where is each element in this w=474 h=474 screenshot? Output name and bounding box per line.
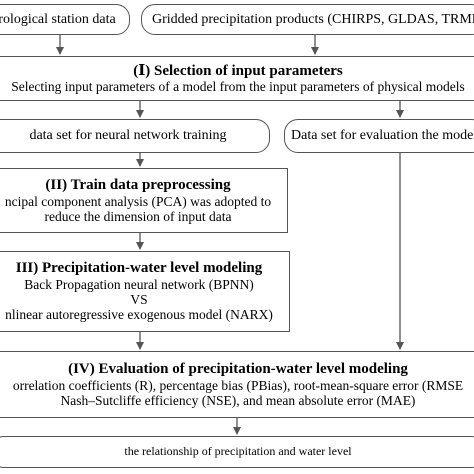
station-data-box: rological station data (0, 4, 130, 35)
evaluation-dataset-label: Data set for evaluation the models (291, 128, 474, 144)
step4-box: (IV) Evaluation of precipitation-water l… (0, 351, 474, 418)
evaluation-dataset-box: Data set for evaluation the models (284, 119, 474, 153)
step3-line2: VS (130, 292, 148, 308)
step3-line3: nlinear autoregressive exogenous model (… (5, 307, 273, 323)
step2-line1: ncipal component analysis (PCA) was adop… (4, 193, 272, 209)
training-dataset-box: data set for neural network training (0, 119, 270, 153)
step3-box: III) Precipitation-water level modeling … (0, 251, 290, 332)
step4-title: (IV) Evaluation of precipitation-water l… (68, 360, 408, 377)
step1-box: (Ⅰ) Selection of input parameters Select… (0, 56, 474, 101)
step2-box: (II) Train data preprocessing ncipal com… (0, 168, 288, 233)
step1-title: (Ⅰ) Selection of input parameters (133, 62, 343, 79)
step4-line1: orrelation coefficients (R), percentage … (12, 377, 464, 393)
step4-line2: Nash–Sutcliffe efficiency (NSE), and mea… (60, 392, 416, 408)
step2-line2: reduce the dimension of input data (44, 208, 232, 224)
step3-title: III) Precipitation-water level modeling (15, 260, 263, 277)
gridded-products-box: Gridded precipitation products (CHIRPS, … (141, 4, 474, 35)
result-label: the relationship of precipitation and wa… (124, 444, 352, 459)
gridded-products-label: Gridded precipitation products (CHIRPS, … (152, 11, 474, 27)
training-dataset-label: data set for neural network training (29, 128, 227, 144)
station-data-label: rological station data (0, 11, 116, 27)
step2-title: (II) Train data preprocessing (45, 176, 231, 193)
result-box: the relationship of precipitation and wa… (0, 436, 474, 468)
step1-description: Selecting input parameters of a model fr… (11, 79, 465, 95)
step3-line1: Back Propagation neural network (BPNN) (24, 277, 254, 293)
